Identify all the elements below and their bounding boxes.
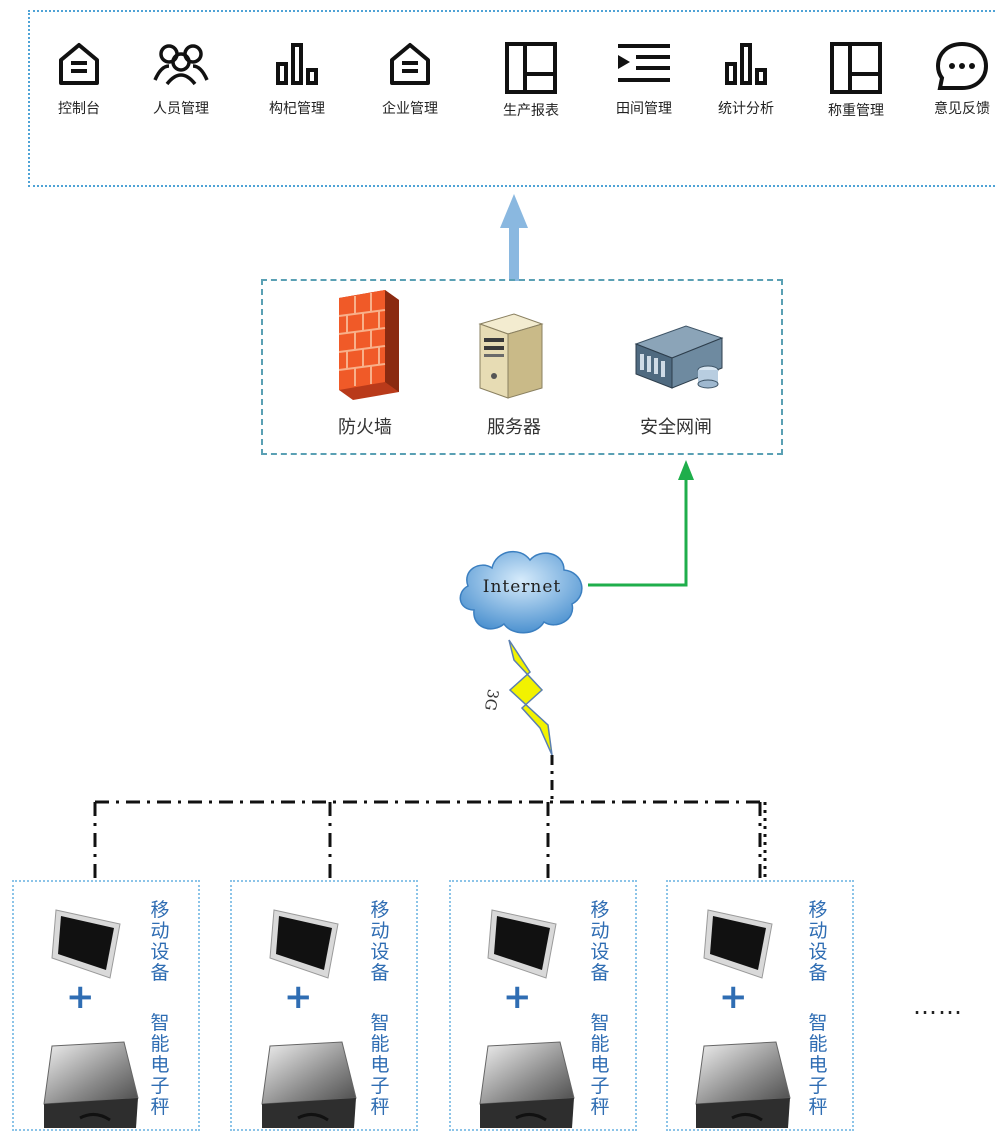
mobile-device-label: 移动设备 xyxy=(590,899,610,984)
menu-item-weighing[interactable]: 称重管理 xyxy=(806,40,906,120)
firewall-label: 防火墙 xyxy=(338,417,392,438)
electronic-scale-icon xyxy=(479,1041,575,1128)
layout-icon xyxy=(505,42,557,94)
people-icon xyxy=(153,44,209,86)
menu-item-personnel[interactable]: 人员管理 xyxy=(131,40,231,118)
security-gateway-icon xyxy=(634,325,724,389)
menu-item-enterprise[interactable]: 企业管理 xyxy=(360,40,460,118)
mobile-device-label: 移动设备 xyxy=(370,899,390,984)
device-group xyxy=(230,880,418,1131)
plus-sign: + xyxy=(719,977,748,1017)
server-group-panel xyxy=(261,279,783,455)
house-icon xyxy=(390,43,430,85)
security-gateway-label: 安全网闸 xyxy=(640,417,712,438)
menu-label: 统计分析 xyxy=(718,101,774,117)
smart-scale-label: 智能电子秤 xyxy=(370,1012,390,1118)
mobile-device-label: 移动设备 xyxy=(150,899,170,984)
tablet-icon xyxy=(51,909,121,979)
indent-list-icon xyxy=(618,44,670,82)
bar-chart-icon xyxy=(725,43,767,85)
tablet-icon xyxy=(703,909,773,979)
internet-cloud-icon xyxy=(459,550,583,634)
firewall-icon xyxy=(338,290,399,400)
menu-item-goji[interactable]: 构杞管理 xyxy=(247,40,347,118)
bar-chart-icon xyxy=(276,43,318,85)
top-menu-panel xyxy=(28,10,997,187)
menu-label: 构杞管理 xyxy=(269,101,325,117)
smart-scale-label: 智能电子秤 xyxy=(808,1012,828,1118)
plus-sign: + xyxy=(66,977,95,1017)
plus-sign: + xyxy=(284,977,313,1017)
smart-scale-label: 智能电子秤 xyxy=(590,1012,610,1118)
tablet-icon xyxy=(487,909,557,979)
smart-scale-label: 智能电子秤 xyxy=(150,1012,170,1118)
menu-item-feedback[interactable]: 意见反馈 xyxy=(912,40,997,118)
layout-icon xyxy=(830,42,882,94)
menu-label: 企业管理 xyxy=(382,101,438,117)
menu-label: 生产报表 xyxy=(503,103,559,119)
menu-item-console[interactable]: 控制台 xyxy=(29,40,129,118)
upload-arrow xyxy=(500,194,528,281)
menu-label: 控制台 xyxy=(58,101,100,117)
device-group xyxy=(12,880,200,1131)
menu-item-statistics[interactable]: 统计分析 xyxy=(696,40,796,118)
server-icon xyxy=(478,313,544,399)
device-group xyxy=(449,880,637,1131)
server-label: 服务器 xyxy=(487,417,541,438)
menu-label: 田间管理 xyxy=(616,101,672,117)
menu-label: 人员管理 xyxy=(153,101,209,117)
chat-bubble-icon xyxy=(935,41,989,90)
device-bus xyxy=(93,755,767,880)
device-group xyxy=(666,880,854,1131)
mobile-device-label: 移动设备 xyxy=(808,899,828,984)
more-devices-ellipsis: …… xyxy=(913,992,963,1020)
menu-label: 意见反馈 xyxy=(934,101,990,117)
wireless-bolt xyxy=(508,639,553,756)
tablet-icon xyxy=(269,909,339,979)
menu-item-field[interactable]: 田间管理 xyxy=(594,40,694,118)
menu-item-production-report[interactable]: 生产报表 xyxy=(481,40,581,120)
electronic-scale-icon xyxy=(43,1041,139,1128)
internet-label: Internet xyxy=(482,577,562,597)
electronic-scale-icon xyxy=(261,1041,357,1128)
menu-label: 称重管理 xyxy=(828,103,884,119)
house-icon xyxy=(59,43,99,85)
plus-sign: + xyxy=(503,977,532,1017)
electronic-scale-icon xyxy=(695,1041,791,1128)
green-arrow xyxy=(588,460,694,587)
